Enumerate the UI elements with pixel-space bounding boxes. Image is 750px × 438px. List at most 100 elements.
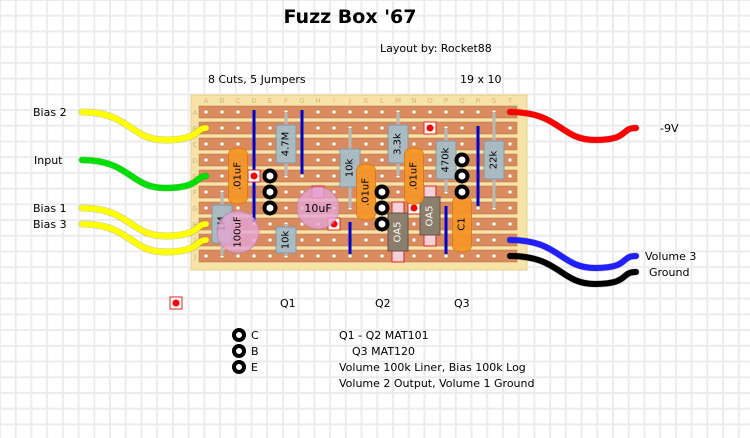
hole xyxy=(444,110,448,114)
wire--9v xyxy=(507,109,639,144)
hole xyxy=(412,126,416,130)
copper-strip-c xyxy=(198,137,518,151)
hole xyxy=(204,158,208,162)
hole xyxy=(380,158,384,162)
wire-label-9v: -9V xyxy=(660,122,679,135)
hole xyxy=(236,110,240,114)
hole xyxy=(508,174,512,178)
cuts-jumpers-count: 8 Cuts, 5 Jumpers xyxy=(208,73,306,86)
column-label-s: S xyxy=(492,97,497,105)
row-label-c: C xyxy=(193,141,198,149)
hole xyxy=(220,142,224,146)
column-label-j: J xyxy=(348,97,351,105)
hole xyxy=(492,222,496,226)
resistor-label: 3.3k xyxy=(393,133,404,155)
legend-pin-pad-e xyxy=(232,360,246,374)
hole xyxy=(428,158,432,162)
hole xyxy=(412,110,416,114)
column-label-n: N xyxy=(411,97,416,105)
hole xyxy=(364,158,368,162)
hole xyxy=(364,254,368,258)
hole xyxy=(412,142,416,146)
transistor-pad-q3 xyxy=(454,184,470,200)
hole xyxy=(332,254,336,258)
hole xyxy=(284,206,288,210)
hole xyxy=(332,238,336,242)
film-capacitor-body xyxy=(404,147,424,205)
pin-label-emitter: E xyxy=(251,361,258,374)
resistor-label: 10k xyxy=(345,159,356,178)
hole xyxy=(412,238,416,242)
hole xyxy=(204,142,208,146)
hole xyxy=(348,110,352,114)
film-capacitor-label: C1 xyxy=(457,217,468,230)
row-label-d: D xyxy=(192,157,197,165)
q2-label: Q2 xyxy=(375,297,391,310)
film-capacitor-body xyxy=(228,147,248,205)
hole xyxy=(508,142,512,146)
hole xyxy=(268,238,272,242)
diode-pad xyxy=(423,185,437,199)
row-label-b: B xyxy=(193,125,198,133)
board-size: 19 x 10 xyxy=(460,73,502,86)
page-title: Fuzz Box '67 xyxy=(283,6,417,28)
hole xyxy=(220,110,224,114)
column-label-a: A xyxy=(204,97,209,105)
hole xyxy=(332,142,336,146)
hole xyxy=(412,222,416,226)
column-label-h: H xyxy=(315,97,320,105)
column-label-m: M xyxy=(395,97,401,105)
hole xyxy=(412,254,416,258)
diode-label: OA5 xyxy=(425,206,436,227)
wire-label-ground: Ground xyxy=(649,266,690,279)
row-label-a: A xyxy=(193,109,198,117)
hole xyxy=(204,206,208,210)
hole xyxy=(364,142,368,146)
hole xyxy=(300,254,304,258)
hole xyxy=(428,174,432,178)
track-cut-dot xyxy=(250,172,258,180)
hole xyxy=(428,110,432,114)
hole xyxy=(268,158,272,162)
electrolytic-capacitor-body xyxy=(296,186,340,230)
note-pots: Volume 100k Liner, Bias 100k Log xyxy=(339,361,526,374)
row-label-f: F xyxy=(193,189,197,197)
hole xyxy=(492,238,496,242)
column-label-g: G xyxy=(299,97,304,105)
row-label-h: H xyxy=(192,221,197,229)
column-label-d: D xyxy=(251,97,256,105)
resistor-label: 470k xyxy=(441,147,452,172)
hole xyxy=(492,254,496,258)
hole xyxy=(268,126,272,130)
diode-body xyxy=(419,196,441,236)
hole xyxy=(300,174,304,178)
transistor-pad-q2 xyxy=(374,216,390,232)
hole xyxy=(508,126,512,130)
hole xyxy=(476,238,480,242)
column-label-b: B xyxy=(220,97,225,105)
transistor-pad-q1 xyxy=(262,168,278,184)
hole xyxy=(428,142,432,146)
hole xyxy=(364,110,368,114)
transistor-pad-q1 xyxy=(262,200,278,216)
resistor-label: 22k xyxy=(489,151,500,170)
hole xyxy=(204,254,208,258)
transistor-pad-q3 xyxy=(454,152,470,168)
q1-label: Q1 xyxy=(280,297,296,310)
hole xyxy=(236,142,240,146)
hole xyxy=(380,110,384,114)
column-label-f: F xyxy=(284,97,288,105)
track-cut-dot xyxy=(410,204,418,212)
hole xyxy=(268,222,272,226)
film-capacitor-label: .01uF xyxy=(233,162,244,190)
column-label-l: L xyxy=(380,97,384,105)
column-label-c: C xyxy=(236,97,241,105)
column-label-r: R xyxy=(476,97,481,105)
hole xyxy=(236,206,240,210)
column-label-q: Q xyxy=(459,97,465,105)
resistor-body xyxy=(275,124,297,164)
hole xyxy=(220,158,224,162)
hole xyxy=(380,238,384,242)
wire-label-input: Input xyxy=(34,154,63,167)
